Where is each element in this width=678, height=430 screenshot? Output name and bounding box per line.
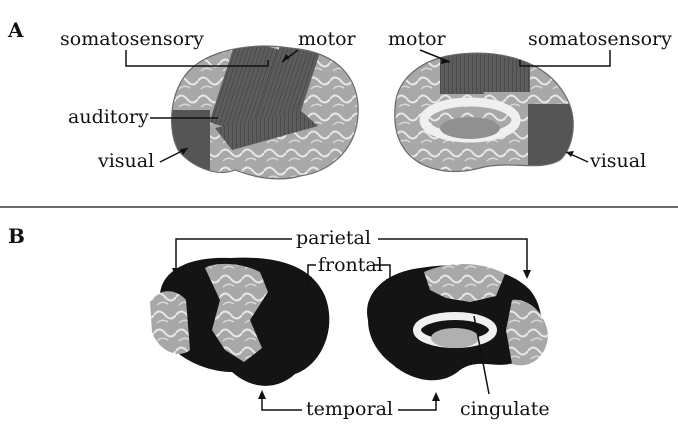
somatosensory-label-right: somatosensory <box>528 30 672 49</box>
lateral-brain-b <box>150 258 329 386</box>
somatosensory-label-left: somatosensory <box>60 30 204 49</box>
unimodal-sensory-left-occipital <box>150 291 190 354</box>
visual-label-right: visual <box>590 152 646 171</box>
unimodal-sensory-right-occipital <box>506 300 548 366</box>
somatosensory-area-right <box>484 48 530 92</box>
medial-brain-b <box>367 264 548 380</box>
panel-b-letter: B <box>8 226 25 246</box>
frontal-label: frontal <box>318 256 383 275</box>
motor-label-left: motor <box>298 30 356 49</box>
motor-label-right: motor <box>388 30 446 49</box>
panel-a <box>126 36 610 178</box>
panel-a-letter: A <box>8 20 24 40</box>
cingulate-label: cingulate <box>460 400 550 419</box>
auditory-label: auditory <box>68 108 149 127</box>
visual-label-left: visual <box>98 152 154 171</box>
temporal-label: temporal <box>306 400 393 419</box>
visual-area-right <box>528 104 578 170</box>
lateral-brain-a <box>170 36 358 178</box>
parietal-label: parietal <box>296 229 371 248</box>
motor-area-right <box>440 48 484 94</box>
